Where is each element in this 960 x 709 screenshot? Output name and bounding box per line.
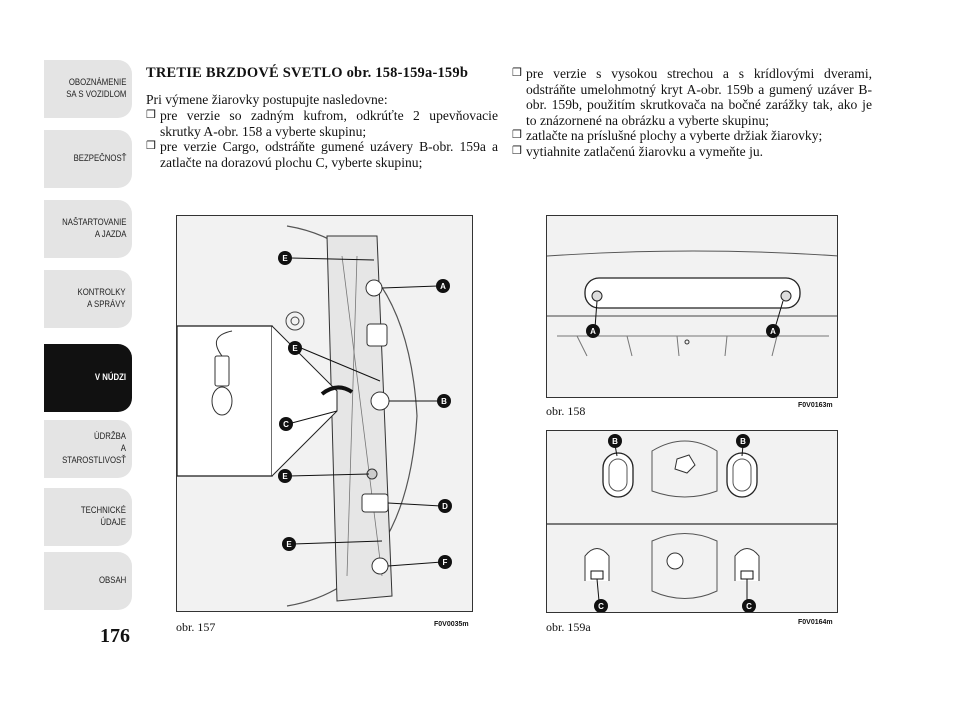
figure-159a: B B C C <box>546 430 838 613</box>
tab-bezpecnost[interactable]: BEZPEČNOSŤ <box>44 130 132 188</box>
figure-157-drawing: E A E B C E D E F <box>177 216 472 611</box>
bullet-item: pre verzie so zadným kufrom, odkrúťte 2 … <box>146 108 498 139</box>
tab-udrzba[interactable]: ÚDRŽBA A STAROSTLIVOSŤ <box>44 420 132 478</box>
marker-a-right: A <box>766 324 780 338</box>
tab-label: KONTROLKY A SPRÁVY <box>77 287 126 310</box>
bullet-item: pre verzie s vysokou strechou a s krídlo… <box>512 66 872 128</box>
svg-text:E: E <box>292 344 298 353</box>
svg-text:A: A <box>590 327 596 336</box>
intro-paragraph: Pri výmene žiarovky postupujte nasledovn… <box>146 91 388 107</box>
bullet-item: vytiahnite zatlačenú žiarovku a vymeňte … <box>512 144 872 160</box>
svg-text:C: C <box>598 602 604 611</box>
marker-e3: E <box>278 469 292 483</box>
marker-a-left: A <box>586 324 600 338</box>
svg-text:B: B <box>612 437 618 446</box>
svg-text:C: C <box>746 602 752 611</box>
svg-text:B: B <box>441 397 447 406</box>
tab-v-nudzi[interactable]: V NÚDZI <box>44 344 132 412</box>
tab-technicke-udaje[interactable]: TECHNICKÉ ÚDAJE <box>44 488 132 546</box>
marker-e2: E <box>288 341 302 355</box>
right-text-column: pre verzie s vysokou strechou a s krídlo… <box>512 66 872 159</box>
marker-f: F <box>438 555 452 569</box>
figure-159a-drawing: B B C C <box>547 431 837 612</box>
svg-text:B: B <box>740 437 746 446</box>
marker-d: D <box>438 499 452 513</box>
marker-e1: E <box>278 251 292 265</box>
marker-c-left: C <box>594 599 608 612</box>
figure-159a-code: F0V0164m <box>798 619 833 626</box>
figure-158-caption: obr. 158 <box>546 404 586 418</box>
figure-158-code: F0V0163m <box>798 402 833 409</box>
section-title: TRETIE BRZDOVÉ SVETLO obr. 158-159a-159b <box>146 65 469 81</box>
bullet-item: pre verzie Cargo, odstráňte gumené uzáve… <box>146 139 498 170</box>
bullet-item: zatlačte na príslušné plochy a vyberte d… <box>512 128 872 144</box>
marker-b: B <box>437 394 451 408</box>
page-number: 176 <box>100 625 130 647</box>
figure-158-drawing: A A <box>547 216 837 397</box>
marker-b-left: B <box>608 434 622 448</box>
svg-text:D: D <box>442 502 448 511</box>
marker-b-right: B <box>736 434 750 448</box>
figure-159a-caption: obr. 159a <box>546 620 591 634</box>
tab-obsah[interactable]: OBSAH <box>44 552 132 610</box>
tab-label: TECHNICKÉ ÚDAJE <box>80 505 126 528</box>
svg-text:C: C <box>283 420 289 429</box>
tab-label: OBSAH <box>98 575 126 586</box>
figure-157-caption: obr. 157 <box>176 620 216 634</box>
left-text-column: TRETIE BRZDOVÉ SVETLO obr. 158-159a-159b… <box>146 65 498 170</box>
tab-label: V NÚDZI <box>94 372 126 383</box>
tab-label: OBOZNÁMENIE SA S VOZIDLOM <box>65 77 126 100</box>
figure-157: E A E B C E D E F <box>176 215 473 612</box>
svg-text:E: E <box>282 254 288 263</box>
svg-text:A: A <box>440 282 446 291</box>
figure-158: A A <box>546 215 838 398</box>
svg-text:E: E <box>286 540 292 549</box>
svg-text:A: A <box>770 327 776 336</box>
tab-label: ÚDRŽBA A STAROSTLIVOSŤ <box>62 431 126 466</box>
tab-oboznamenie[interactable]: OBOZNÁMENIE SA S VOZIDLOM <box>44 60 132 118</box>
svg-text:F: F <box>443 558 448 567</box>
marker-e4: E <box>282 537 296 551</box>
marker-c: C <box>279 417 293 431</box>
tab-kontrolky[interactable]: KONTROLKY A SPRÁVY <box>44 270 132 328</box>
marker-c-right: C <box>742 599 756 612</box>
tab-label: NAŠTARTOVANIE A JAZDA <box>61 217 126 240</box>
svg-text:E: E <box>282 472 288 481</box>
figure-157-code: F0V0035m <box>434 621 469 628</box>
tab-nastartovanie[interactable]: NAŠTARTOVANIE A JAZDA <box>44 200 132 258</box>
marker-a: A <box>436 279 450 293</box>
tab-label: BEZPEČNOSŤ <box>73 153 126 164</box>
